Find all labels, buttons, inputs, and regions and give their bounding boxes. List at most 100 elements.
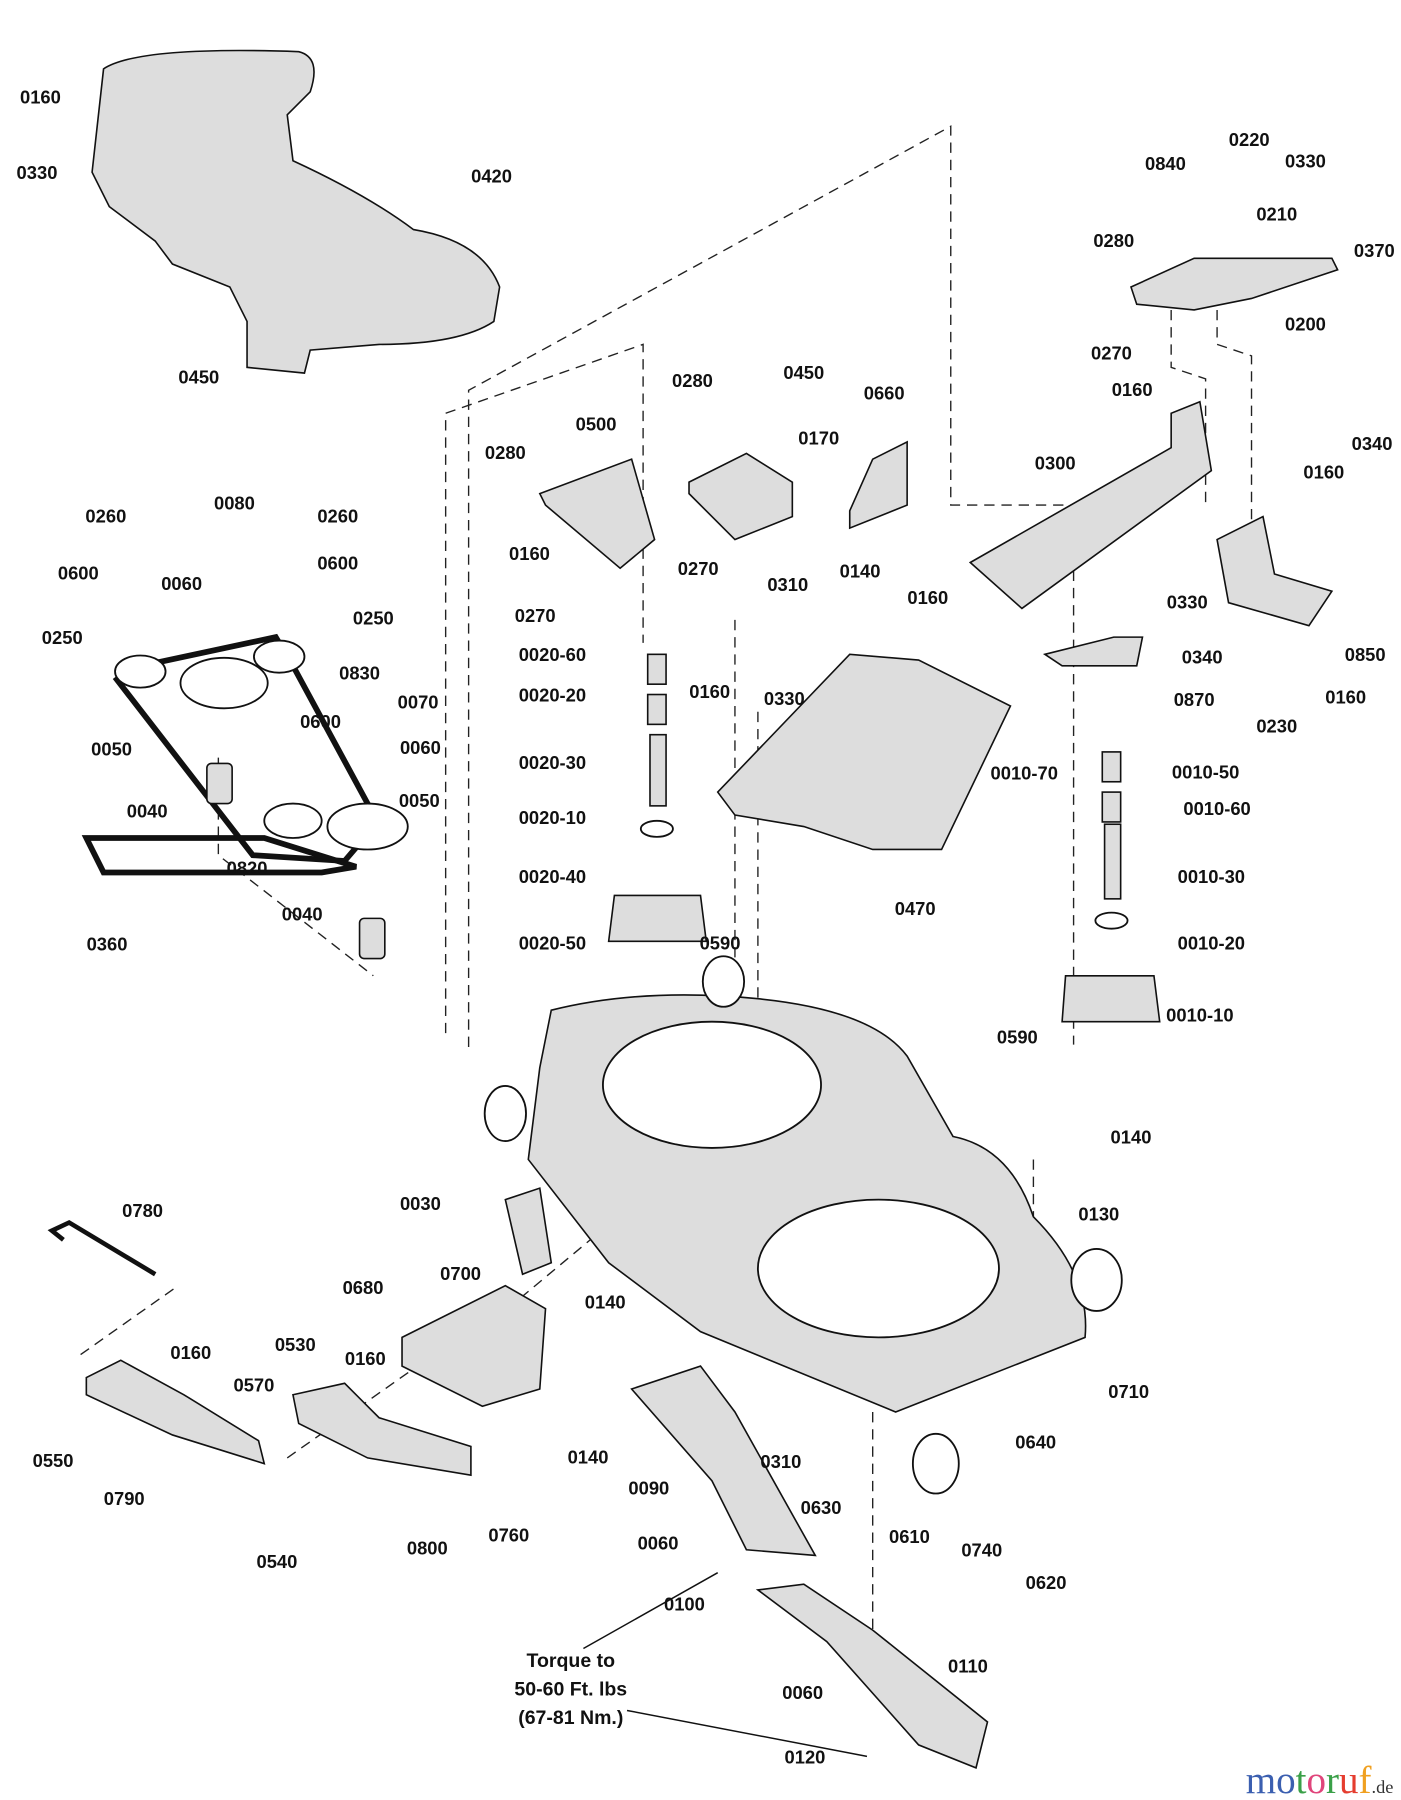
- part-number-label: 0140: [585, 1292, 626, 1313]
- part-number-label: 0060: [161, 573, 202, 594]
- watermark-logo: motoruf.de: [1246, 1759, 1394, 1800]
- part-number-label: 0310: [760, 1451, 801, 1472]
- part-number-label: 0330: [17, 162, 58, 183]
- part-number-label: 0250: [42, 627, 83, 648]
- part-number-label: 0820: [227, 858, 268, 879]
- bracket: [85, 1359, 266, 1465]
- part-number-label: 0780: [122, 1200, 163, 1221]
- part-number-label: 0230: [1256, 715, 1297, 736]
- part-number-label: 0620: [1026, 1572, 1067, 1593]
- part-number-label: 0040: [127, 800, 168, 821]
- part-number-label: 0840: [1145, 153, 1186, 174]
- part-number-label: 0110: [948, 1656, 988, 1677]
- part-number-label: 0360: [87, 934, 128, 955]
- part-number-label: 0020-30: [519, 752, 586, 773]
- torque-note: Torque to 50-60 Ft. lbs (67-81 Nm.): [514, 1650, 627, 1729]
- part-number-label: 0740: [961, 1540, 1002, 1561]
- part-number-label: 0630: [801, 1497, 842, 1518]
- part-number-label: 0470: [895, 898, 936, 919]
- part-number-label: 0200: [1285, 314, 1326, 335]
- part-number-label: 0250: [353, 607, 394, 628]
- part-number-label: 0160: [170, 1342, 211, 1363]
- part-number-label: 0600: [58, 563, 99, 584]
- bracket: [401, 1284, 547, 1408]
- belt-and-pulleys: [81, 633, 409, 960]
- blade: [630, 1365, 817, 1557]
- part-number-label: 0160: [1325, 687, 1366, 708]
- part-number-label: 0070: [398, 691, 439, 712]
- part-number-label: 0330: [1167, 591, 1208, 612]
- part-number-label: 0060: [782, 1682, 823, 1703]
- part-number-label: 0020-60: [519, 644, 586, 665]
- torque-note-line-3: (67-81 Nm.): [518, 1707, 623, 1729]
- part-number-label: 0010-70: [991, 762, 1058, 783]
- blade: [755, 1583, 989, 1769]
- torque-note-line-2: 50-60 Ft. lbs: [514, 1679, 627, 1701]
- part-number-label: 0210: [1256, 203, 1297, 224]
- part-number-label: 0300: [1035, 453, 1076, 474]
- part-number-label: 0450: [178, 366, 219, 387]
- part-number-label: 0260: [85, 505, 126, 526]
- part-number-label: 0050: [91, 738, 132, 759]
- part-number-label: 0700: [440, 1263, 481, 1284]
- part-number-label: 0100: [664, 1594, 705, 1615]
- part-number-label: 0310: [767, 574, 808, 595]
- part-number-label: 0280: [485, 442, 526, 463]
- part-number-label: 0600: [300, 711, 341, 732]
- part-number-label: 0420: [471, 166, 512, 187]
- part-number-label: 0870: [1174, 689, 1215, 710]
- part-number-label: 0660: [864, 382, 905, 403]
- part-number-label: 0160: [1112, 379, 1153, 400]
- part-number-label: 0040: [282, 904, 323, 925]
- part-number-label: 0680: [343, 1277, 384, 1298]
- part-number-label: 0130: [1078, 1203, 1119, 1224]
- bracket: [848, 440, 908, 530]
- part-number-label: 0570: [234, 1374, 275, 1395]
- part-number-label: 0160: [345, 1348, 386, 1369]
- part-number-label: 0450: [783, 362, 824, 383]
- part-number-label: 0020-10: [519, 807, 586, 828]
- part-number-label: 0710: [1108, 1381, 1149, 1402]
- part-number-label: 0600: [317, 552, 358, 573]
- part-number-label: 0640: [1015, 1432, 1056, 1453]
- part-number-label: 0330: [1285, 151, 1326, 172]
- part-number-label: 0830: [339, 663, 380, 684]
- bracket: [1042, 636, 1144, 667]
- part-number-label: 0120: [785, 1746, 826, 1767]
- part-number-label: 0790: [104, 1488, 145, 1509]
- part-number-label: 0030: [400, 1193, 441, 1214]
- part-number-label: 0550: [33, 1450, 74, 1471]
- part-number-label: 0280: [1093, 230, 1134, 251]
- part-number-label: 0340: [1352, 433, 1393, 454]
- part-number-label: 0140: [840, 560, 881, 581]
- discharge-chute: [716, 653, 1012, 851]
- part-number-label: 0280: [672, 370, 713, 391]
- part-number-label: 0140: [1111, 1126, 1152, 1147]
- part-number-label: 0050: [399, 790, 440, 811]
- part-number-label: 0610: [889, 1526, 930, 1547]
- part-number-label: 0530: [275, 1334, 316, 1355]
- torque-note-line-1: Torque to: [527, 1650, 616, 1672]
- part-number-label: 0090: [628, 1478, 669, 1499]
- part-number-label: 0160: [1303, 462, 1344, 483]
- part-number-label: 0540: [256, 1551, 297, 1572]
- bracket: [504, 1187, 553, 1276]
- part-number-label: 0170: [798, 427, 839, 448]
- part-number-label: 0060: [400, 737, 441, 758]
- part-number-label: 0160: [689, 681, 730, 702]
- part-number-label: 0270: [515, 605, 556, 626]
- part-number-label: 0220: [1229, 129, 1270, 150]
- part-number-label: 0590: [700, 932, 741, 953]
- bracket: [688, 452, 794, 541]
- part-number-label: 0330: [764, 688, 805, 709]
- spindle-assemblies: [607, 653, 1161, 1023]
- part-number-label: 0590: [997, 1026, 1038, 1047]
- part-number-label: 0850: [1345, 644, 1386, 665]
- part-number-label: 0010-20: [1178, 932, 1245, 953]
- part-number-label: 0800: [407, 1537, 448, 1558]
- belt-cover: [91, 49, 501, 374]
- bracket: [292, 1382, 472, 1477]
